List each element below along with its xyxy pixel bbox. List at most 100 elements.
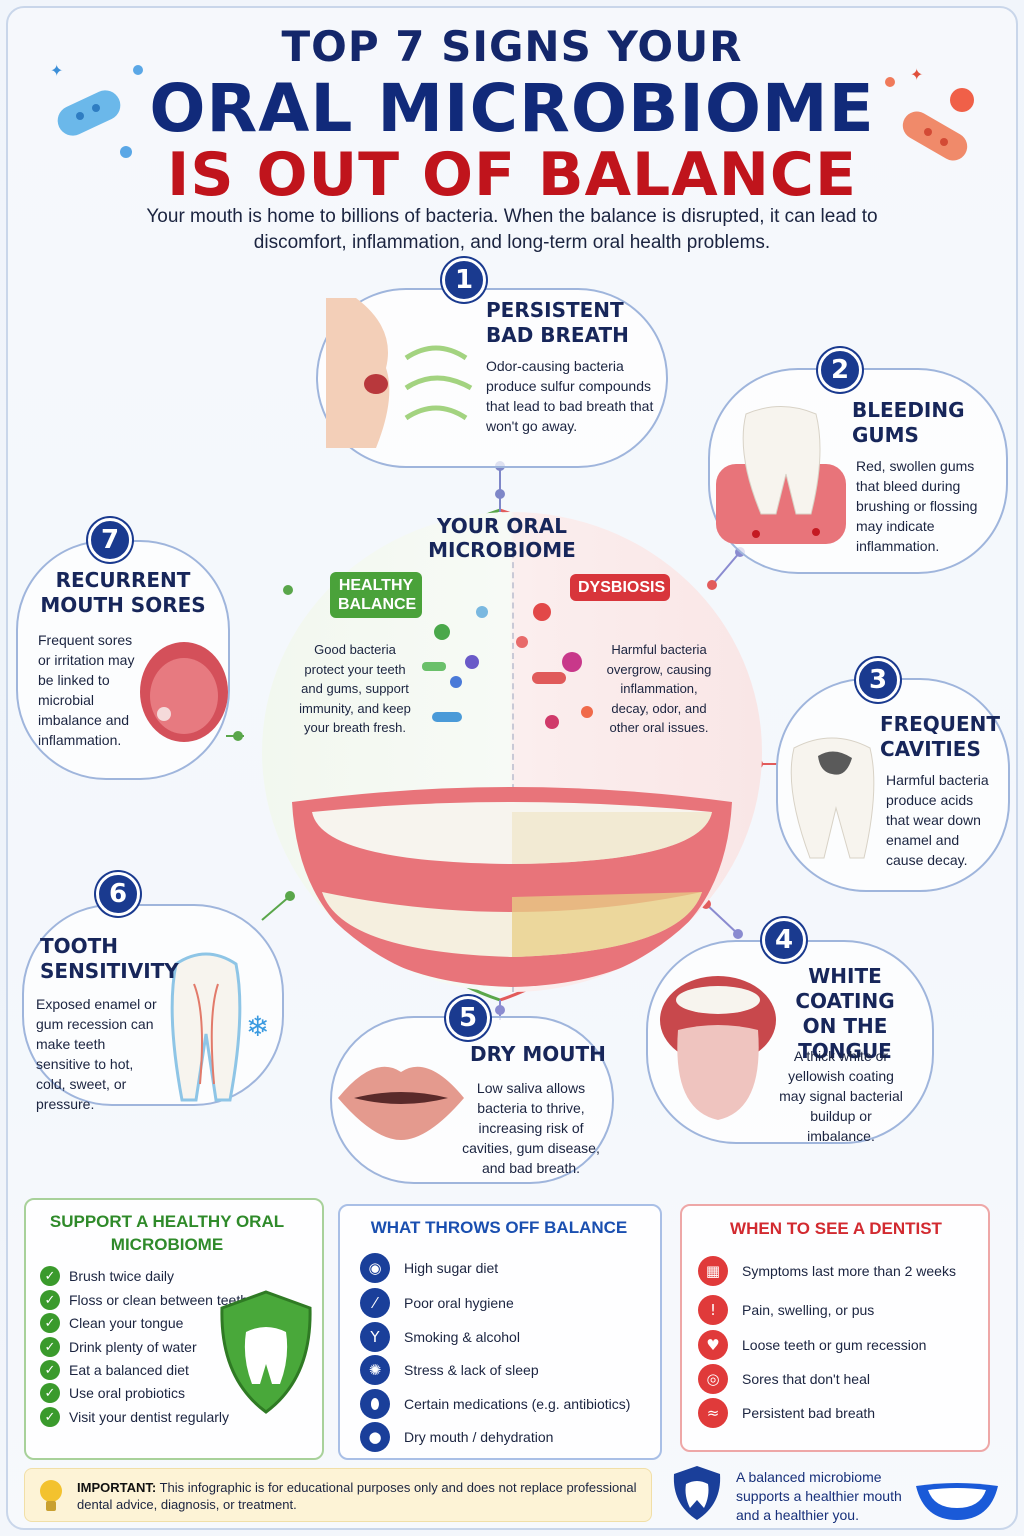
bad-breath-face-image bbox=[326, 298, 473, 448]
dentist-item-label: Sores that don't heal bbox=[742, 1371, 870, 1387]
sign-text-2: Red, swollen gums that bleed during brus… bbox=[856, 458, 978, 554]
throws-item: ⬮ Certain medications (e.g. antibiotics) bbox=[360, 1389, 630, 1419]
support-item: ✓ Floss or clean between teeth bbox=[40, 1290, 248, 1310]
wine-glass-icon: Y bbox=[360, 1322, 390, 1352]
important-text: IMPORTANT: This infographic is for educa… bbox=[77, 1479, 637, 1513]
check-icon: ✓ bbox=[40, 1266, 60, 1286]
throws-item: ● Dry mouth / dehydration bbox=[360, 1422, 553, 1452]
intro-text: Your mouth is home to billions of bacter… bbox=[146, 206, 878, 253]
sign-number-5: 5 bbox=[446, 996, 490, 1040]
dysbiosis-label: DYSBIOSIS bbox=[570, 574, 670, 601]
support-item-label: Drink plenty of water bbox=[69, 1339, 197, 1355]
support-item-label: Use oral probiotics bbox=[69, 1385, 185, 1401]
sign-number-3: 3 bbox=[856, 658, 900, 702]
water-drop-icon: ● bbox=[360, 1422, 390, 1452]
bleeding-gum-tooth-image bbox=[716, 406, 846, 544]
healthy-balance-label: HEALTHY BALANCE bbox=[330, 572, 422, 618]
dentist-item: !Pain, swelling, or pus bbox=[698, 1295, 874, 1325]
svg-text:✦: ✦ bbox=[910, 67, 923, 84]
cavity-tooth-image bbox=[790, 737, 875, 859]
support-item-label: Brush twice daily bbox=[69, 1268, 175, 1284]
important-note: IMPORTANT: This infographic is for educa… bbox=[24, 1468, 652, 1522]
throws-item: ◉High sugar diet bbox=[360, 1253, 498, 1283]
check-icon: ✓ bbox=[40, 1360, 60, 1380]
dentist-item-label: Persistent bad breath bbox=[742, 1405, 876, 1421]
smile-icon bbox=[916, 1483, 998, 1520]
support-item-label: Visit your dentist regularly bbox=[69, 1409, 230, 1425]
sign-text-4: A thick white or yellowish coating may s… bbox=[779, 1048, 903, 1144]
support-item-label: Eat a balanced diet bbox=[69, 1362, 189, 1378]
sign-title-1: PERSISTENT BAD BREATH bbox=[486, 298, 629, 347]
title-line-2: ORAL MICROBIOME bbox=[149, 70, 875, 147]
healthy-balance-text: Good bacteria protect your teeth and gum… bbox=[299, 642, 411, 735]
check-icon: ✓ bbox=[40, 1383, 60, 1403]
pill-icon: ⬮ bbox=[360, 1389, 390, 1419]
throws-item-label: Dry mouth / dehydration bbox=[404, 1429, 554, 1445]
dentist-item: ♥Loose teeth or gum recession bbox=[698, 1330, 926, 1360]
support-item-label: Clean your tongue bbox=[69, 1315, 184, 1331]
breath-waves-icon: ≈ bbox=[698, 1398, 728, 1428]
lightbulb-icon bbox=[40, 1480, 62, 1511]
dentist-item: ▦ Symptoms last more than 2 weeks bbox=[698, 1256, 956, 1286]
calendar-icon: ▦ bbox=[698, 1256, 728, 1286]
throws-item: ⁄Poor oral hygiene bbox=[360, 1288, 514, 1318]
red-bacteria-icon: ✦ bbox=[885, 67, 974, 161]
throws-item: ✺ Stress & lack of sleep bbox=[360, 1355, 539, 1385]
support-item: ✓ Eat a balanced diet bbox=[40, 1360, 189, 1380]
bacteria-cluster-icon bbox=[422, 603, 593, 729]
throws-item-label: High sugar diet bbox=[404, 1260, 499, 1276]
important-label: IMPORTANT: bbox=[77, 1480, 157, 1495]
microbiome-circle bbox=[262, 512, 762, 992]
check-icon: ✓ bbox=[40, 1407, 60, 1427]
throws-title: WHAT THROWS OFF BALANCE bbox=[370, 1218, 628, 1237]
sign-number-1: 1 bbox=[442, 258, 486, 302]
throws-panel bbox=[338, 1204, 662, 1460]
support-title: SUPPORT A HEALTHY ORAL MICROBIOME bbox=[49, 1212, 285, 1254]
center-title: YOUR ORAL MICROBIOME bbox=[428, 514, 576, 562]
tooth-icon: ♥ bbox=[698, 1330, 728, 1360]
sign-text-3: Harmful bacteria produce acids that wear… bbox=[886, 772, 989, 868]
title-line-3: IS OUT OF BALANCE bbox=[167, 140, 857, 210]
support-item: ✓ Use oral probiotics bbox=[40, 1383, 185, 1403]
throws-item-label: Stress & lack of sleep bbox=[404, 1362, 539, 1378]
title-line-1: TOP 7 SIGNS YOUR bbox=[281, 22, 743, 71]
dentist-panel bbox=[680, 1204, 990, 1452]
sore-icon: ◎ bbox=[698, 1364, 728, 1394]
sign-title-7: RECURRENT MOUTH SORES bbox=[40, 568, 206, 617]
dysbiosis-text: Harmful bacteria overgrow, causing infla… bbox=[606, 642, 712, 735]
support-item: ✓ Visit your dentist regularly bbox=[40, 1407, 229, 1427]
smile-teeth-image bbox=[292, 787, 732, 987]
sign-text-1: Odor-causing bacteria produce sulfur com… bbox=[486, 358, 654, 434]
dentist-item: ≈ Persistent bad breath bbox=[698, 1398, 875, 1428]
sign-number-6: 6 bbox=[96, 872, 140, 916]
sign-title-2: BLEEDING GUMS bbox=[852, 398, 965, 447]
support-item-label: Floss or clean between teeth bbox=[69, 1292, 248, 1308]
sign-text-5: Low saliva allows bacteria to thrive, in… bbox=[462, 1080, 600, 1176]
sign-number-4: 4 bbox=[762, 918, 806, 962]
sign-text-7: Frequent sores or irritation may be link… bbox=[38, 632, 135, 748]
brain-icon: ✺ bbox=[360, 1355, 390, 1385]
closing-message: A balanced microbiome supports a healthi… bbox=[736, 1469, 902, 1523]
throws-item-label: Poor oral hygiene bbox=[404, 1295, 514, 1311]
throws-item-label: Certain medications (e.g. antibiotics) bbox=[404, 1396, 631, 1412]
sign-number-7: 7 bbox=[88, 518, 132, 562]
check-icon: ✓ bbox=[40, 1337, 60, 1357]
warning-icon: ! bbox=[698, 1295, 728, 1325]
important-body: This infographic is for educational purp… bbox=[77, 1480, 637, 1512]
sign-title-4: WHITE COATING ON THE TONGUE bbox=[795, 964, 895, 1063]
check-icon: ✓ bbox=[40, 1313, 60, 1333]
svg-text:✦: ✦ bbox=[50, 63, 63, 80]
dentist-title: WHEN TO SEE A DENTIST bbox=[730, 1219, 942, 1238]
throws-item: Y Smoking & alcohol bbox=[360, 1322, 520, 1352]
mouth-sore-image bbox=[140, 642, 228, 742]
shield-tooth-icon bbox=[220, 1290, 312, 1414]
dentist-item-label: Symptoms last more than 2 weeks bbox=[742, 1263, 956, 1279]
sign-title-6: TOOTH SENSITIVITY bbox=[40, 934, 179, 983]
dry-lips-image bbox=[338, 1066, 464, 1140]
throws-item-label: Smoking & alcohol bbox=[404, 1329, 520, 1345]
dentist-item: ◎ Sores that don't heal bbox=[698, 1364, 870, 1394]
check-icon: ✓ bbox=[40, 1290, 60, 1310]
sensitive-tooth-image: ❄ bbox=[170, 952, 269, 1102]
shield-icon bbox=[673, 1466, 721, 1520]
support-item: ✓ Drink plenty of water bbox=[40, 1337, 197, 1357]
